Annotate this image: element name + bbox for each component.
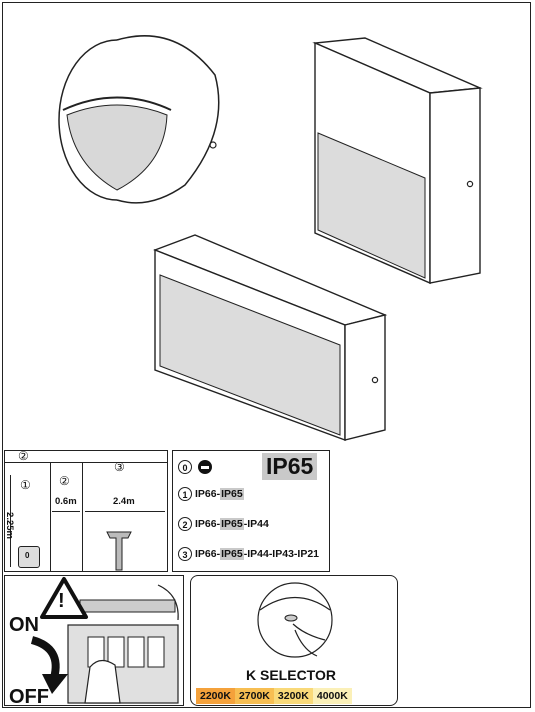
ip-line-2-highlight: IP65	[220, 518, 244, 530]
no-entry-icon	[198, 460, 212, 474]
k-selector-title: K SELECTOR	[246, 667, 336, 683]
zone-0-marker: 0	[178, 460, 192, 474]
ip-line-1: 1 IP66-IP65	[178, 487, 244, 501]
zone-3-label: ③	[114, 460, 125, 474]
height-dimension-line	[10, 475, 11, 567]
switch-off-panel	[4, 575, 184, 706]
ip-line-3-suffix: -IP44-IP43-IP21	[243, 548, 320, 560]
zones-top-divider	[4, 462, 168, 463]
ip-line-1-prefix: IP66-	[195, 488, 221, 500]
zone-2-label: ②	[59, 474, 70, 488]
zone2-width-label: 0.6m	[55, 496, 77, 507]
ip-rating-panel	[172, 450, 330, 572]
zone-0-label: 0	[25, 551, 30, 560]
selector-magnifier-illustration	[257, 582, 333, 658]
ip-line-2-prefix: IP66-	[195, 518, 221, 530]
ip-line-3-number: 3	[178, 547, 192, 561]
rectangular-wall-light-illustration	[153, 234, 388, 442]
k-option-4000: 4000K	[312, 688, 352, 704]
zones-divider-2	[82, 462, 83, 572]
k-selector-panel	[190, 575, 398, 706]
zone2-width-line	[52, 511, 80, 512]
k-option-3200: 3200K	[273, 688, 313, 704]
zone-2-outer-label: ②	[18, 449, 29, 463]
arrow-down-icon	[30, 636, 68, 694]
off-label: OFF	[9, 686, 49, 708]
ip-line-2-suffix: -IP44	[243, 518, 269, 530]
zone3-width-line	[85, 511, 165, 512]
ip-line-1-highlight: IP65	[220, 488, 244, 500]
k-option-2700: 2700K	[234, 688, 274, 704]
breaker-illustration	[67, 584, 179, 704]
k-option-2200: 2200K	[196, 688, 235, 704]
bathtub-zone-0	[18, 546, 40, 568]
ip-line-3-prefix: IP66-	[195, 548, 221, 560]
zone-1-label: ①	[20, 478, 31, 492]
ip-line-3: 3 IP66-IP65-IP44-IP43-IP21	[178, 547, 319, 561]
zones-diagram	[4, 450, 168, 572]
zones-divider-1	[50, 462, 51, 572]
square-wall-light-illustration	[312, 37, 483, 285]
zone3-width-label: 2.4m	[113, 496, 135, 507]
ip-line-3-highlight: IP65	[220, 548, 244, 560]
round-wall-light-illustration	[58, 35, 220, 204]
warning-exclamation: !	[58, 590, 65, 612]
ip-line-2-number: 2	[178, 517, 192, 531]
on-label: ON	[9, 614, 39, 636]
warning-triangle-icon	[40, 577, 88, 619]
shower-head-icon	[106, 531, 132, 571]
k-selector-options: 2200K 2700K 3200K 4000K	[196, 688, 352, 704]
height-dimension-label: 2.25m	[3, 512, 15, 539]
ip-rating-badge: IP65	[262, 453, 318, 480]
ip-line-1-number: 1	[178, 487, 192, 501]
ip-line-2: 2 IP66-IP65-IP44	[178, 517, 269, 531]
